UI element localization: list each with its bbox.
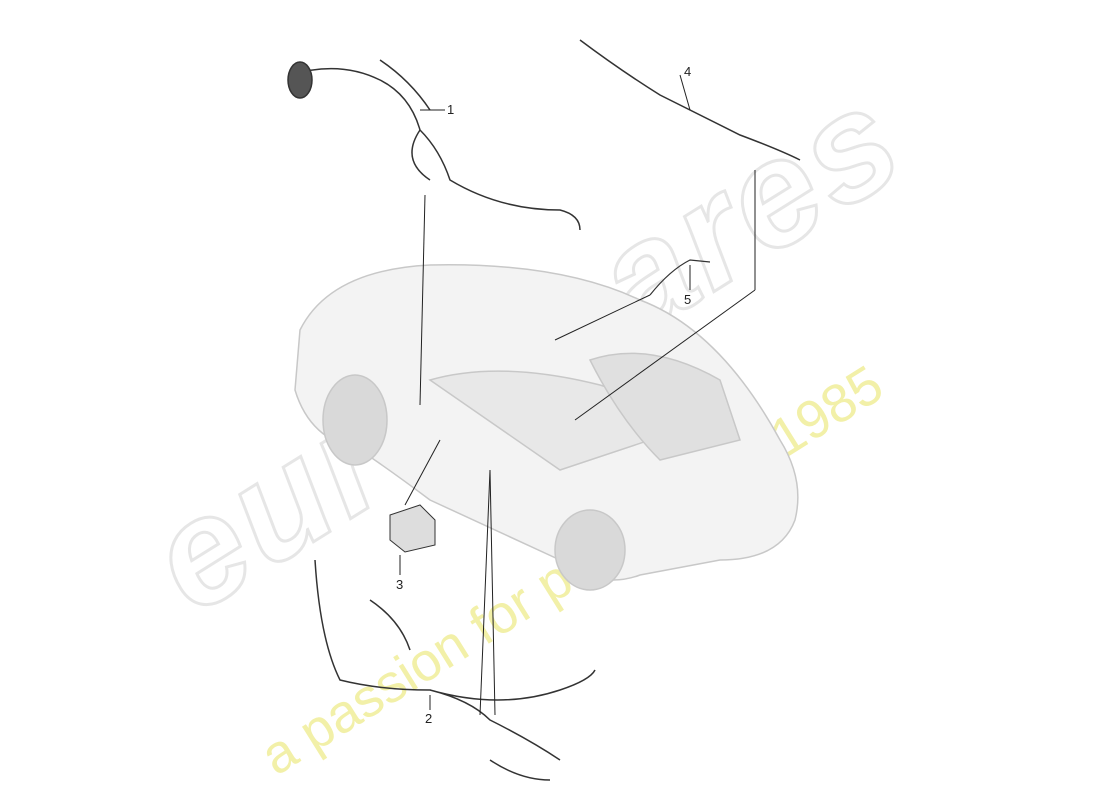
callout-4: 4 — [684, 64, 692, 79]
control-unit-3 — [389, 504, 436, 553]
callout-2: 2 — [425, 711, 433, 726]
callout-5: 5 — [684, 292, 692, 307]
leader-lines — [399, 74, 756, 716]
car-body — [294, 264, 799, 591]
harness-4 — [579, 39, 801, 161]
harness-2 — [314, 559, 596, 781]
callout-3: 3 — [396, 577, 404, 592]
callout-1: 1 — [447, 102, 455, 117]
harness-1 — [287, 59, 581, 231]
harness-5 — [649, 259, 711, 296]
